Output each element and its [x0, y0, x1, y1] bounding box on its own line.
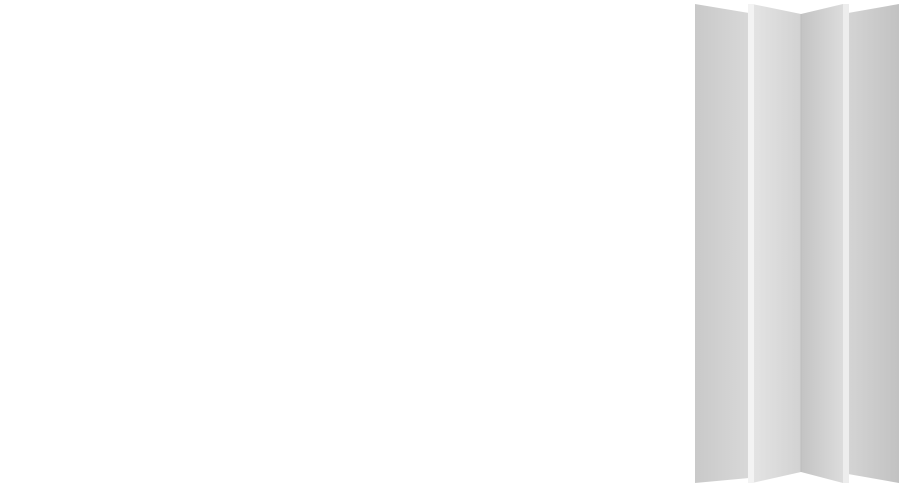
back-left-panel [695, 4, 749, 483]
front-right-panel [801, 4, 843, 483]
front-right-panel-edge [843, 4, 849, 483]
front-left-panel-edge [748, 4, 754, 483]
front-left-panel [752, 4, 801, 483]
back-right-panel [848, 4, 899, 483]
